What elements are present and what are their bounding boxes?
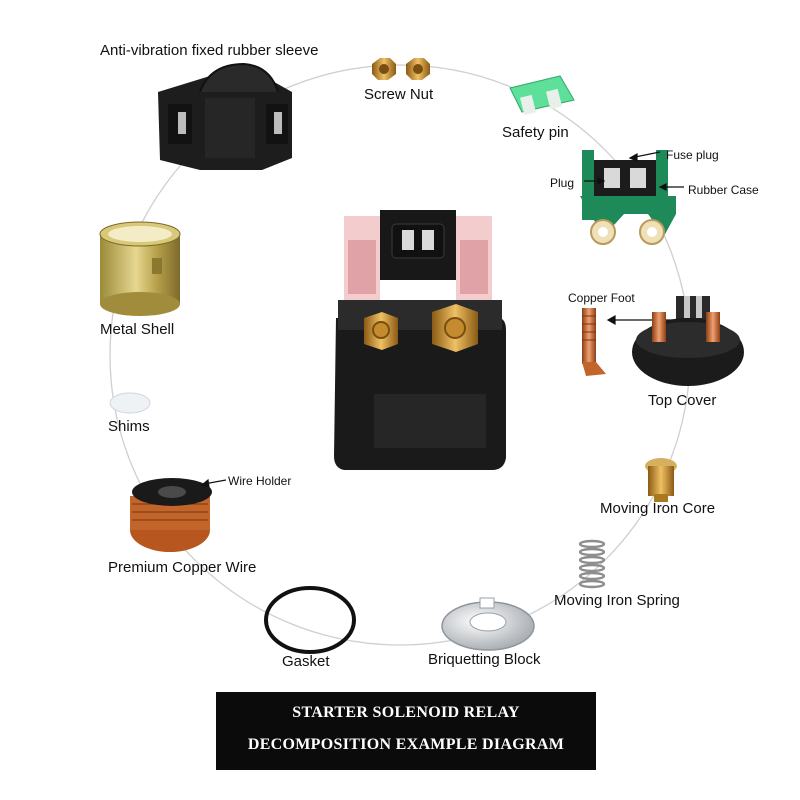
fuse-part	[509, 75, 575, 116]
gasket-part	[264, 586, 356, 654]
wire-holder-pointer	[200, 478, 227, 488]
label-moving-iron-core: Moving Iron Core	[600, 500, 716, 517]
label-plug: Plug	[550, 176, 575, 190]
label-anti-vibration-sleeve: Anti-vibration fixed rubber sleeve	[100, 42, 319, 59]
label-top-cover: Top Cover	[648, 392, 717, 409]
screw-nut-part	[372, 58, 430, 80]
shim-part	[109, 392, 151, 414]
copper-coil-part	[130, 478, 212, 552]
label-premium-copper-wire: Premium Copper Wire	[108, 559, 257, 576]
iron-core-part	[645, 458, 677, 502]
rubber-case-part	[580, 150, 676, 245]
label-wire-holder: Wire Holder	[228, 474, 292, 488]
label-copper-foot: Copper Foot	[568, 291, 635, 305]
rubber-case-pointers	[584, 151, 684, 191]
banner-line-1: STARTER SOLENOID RELAY	[292, 704, 520, 721]
metal-shell-part	[99, 221, 181, 316]
title-banner: STARTER SOLENOID RELAY DECOMPOSITION EXA…	[216, 692, 596, 770]
label-fuse-plug: Fuse plug	[666, 148, 719, 162]
banner-line-2: DECOMPOSITION EXAMPLE DIAGRAM	[247, 736, 565, 753]
main-relay-assembly	[334, 210, 506, 470]
top-cover-part	[632, 296, 744, 386]
label-metal-shell: Metal Shell	[100, 321, 175, 338]
label-shims: Shims	[108, 418, 150, 435]
briquetting-block-part	[441, 597, 535, 651]
rubber-sleeve-part	[158, 62, 292, 170]
label-gasket: Gasket	[282, 653, 330, 670]
label-moving-iron-spring: Moving Iron Spring	[554, 592, 680, 609]
label-rubber-case: Rubber Case	[688, 183, 759, 197]
label-briquetting-block: Briquetting Block	[428, 651, 541, 668]
label-screw-nut: Screw Nut	[364, 86, 434, 103]
iron-spring-part	[578, 539, 606, 589]
copper-foot-part	[582, 308, 606, 376]
label-safety-pin: Safety pin	[502, 124, 569, 141]
